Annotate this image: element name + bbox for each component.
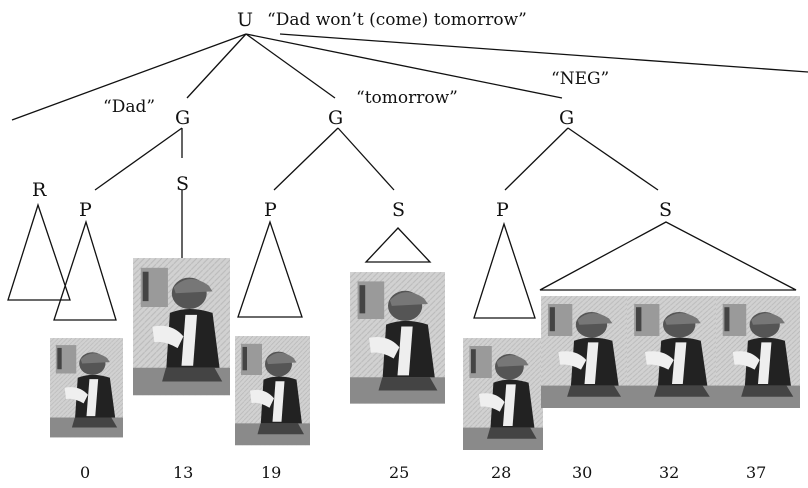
node-g1: G: [175, 107, 190, 129]
node-p3: P: [496, 199, 509, 221]
edge-g3-s: [567, 127, 659, 191]
triangle-p3: [473, 221, 536, 319]
tree-labels: U “Dad won’t (come) tomorrow” “Dad” G G …: [32, 9, 672, 221]
edge-u-left: [11, 33, 247, 121]
frame-number-32: 32: [659, 463, 679, 482]
triangle-p2: [237, 219, 303, 318]
gloss-dad: “Dad”: [103, 97, 155, 117]
node-g3: G: [559, 107, 574, 129]
edge-g2-s: [337, 127, 395, 191]
node-p1: P: [79, 199, 92, 221]
frame-number-28: 28: [491, 463, 511, 482]
frame-photo-25: [350, 272, 445, 404]
frame-number-0: 0: [80, 463, 90, 482]
tree-triangles: [7, 202, 797, 321]
edge-g2-p: [273, 127, 339, 191]
node-s2: S: [392, 199, 405, 221]
triangle-p1: [53, 219, 117, 321]
frame-photo-28: [463, 338, 543, 450]
frame-number-13: 13: [173, 463, 193, 482]
triangle-s2: [364, 227, 432, 263]
gloss-tomorrow: “tomorrow”: [356, 88, 458, 108]
edge-g3-p: [504, 127, 569, 191]
node-u: U: [237, 9, 253, 31]
node-p2: P: [264, 199, 277, 221]
edge-u-right: [279, 33, 808, 73]
edge-u-g1: [186, 33, 247, 99]
frame-photo-32: [627, 296, 717, 408]
frame-number-19: 19: [261, 463, 281, 482]
frame-photo-19: [235, 336, 310, 446]
frame-numbers: 0 13 19 25 28 30 32 37: [80, 463, 766, 482]
frame-photo-37: [716, 296, 800, 408]
node-r: R: [32, 179, 47, 201]
frame-photo-0: [50, 338, 123, 438]
edge-u-g3: [245, 33, 563, 99]
frame-number-25: 25: [389, 463, 409, 482]
node-s3: S: [659, 199, 672, 221]
frame-photo-13: [133, 258, 230, 396]
edge-g1-p: [94, 127, 183, 191]
frame-number-37: 37: [746, 463, 766, 482]
node-g2: G: [328, 107, 343, 129]
frame-photo-30: [541, 296, 628, 408]
edge-u-g2: [245, 33, 336, 99]
tree-edges: [11, 33, 808, 258]
utterance-gloss: “Dad won’t (come) tomorrow”: [267, 10, 527, 30]
frame-number-30: 30: [572, 463, 592, 482]
gloss-neg: “NEG”: [551, 69, 609, 89]
triangle-r: [7, 202, 71, 301]
triangle-s3: [539, 221, 797, 291]
node-s1: S: [176, 173, 189, 195]
